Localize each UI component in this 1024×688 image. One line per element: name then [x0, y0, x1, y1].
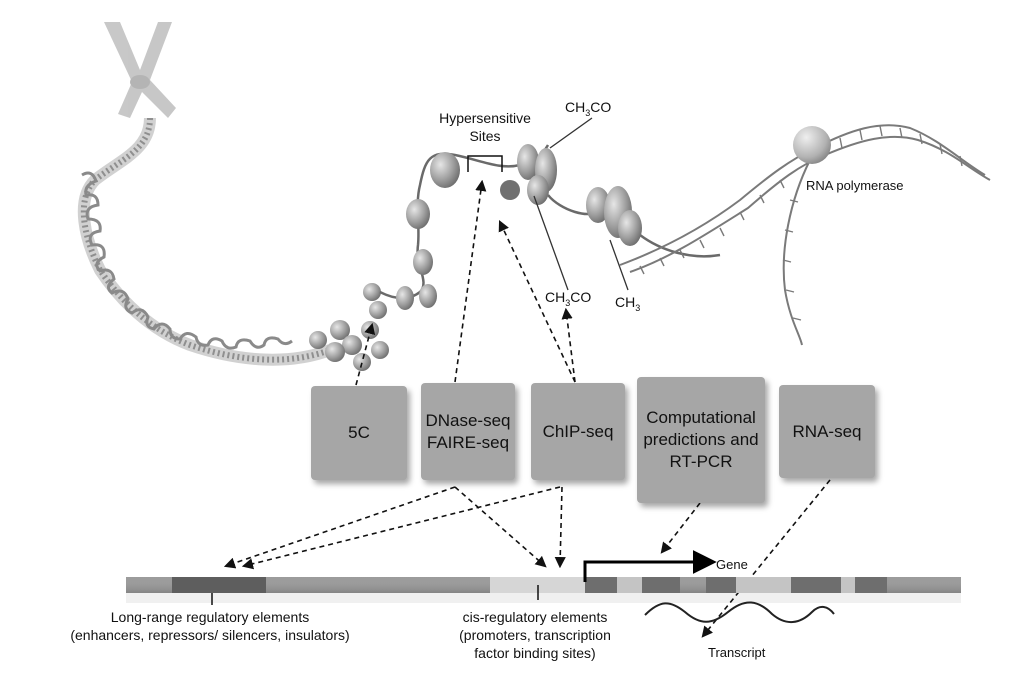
method-box-computational: Computational predictions and RT-PCR — [637, 377, 765, 503]
transcript-label: Transcript — [708, 645, 766, 660]
method-label: FAIRE-seq — [426, 432, 510, 452]
chromatin-fiber — [80, 117, 332, 363]
method-label: 5C — [348, 423, 370, 442]
method-label: RNA-seq — [792, 421, 862, 441]
long-range-label: Long-range regulatory elements (enhancer… — [70, 609, 350, 643]
hypersensitive-bracket — [467, 155, 503, 172]
gene-arrow-icon — [583, 550, 717, 582]
acetyl-label-top: CH3CO — [565, 99, 612, 118]
chromosome-icon — [104, 22, 176, 118]
gene-label: Gene — [716, 557, 748, 572]
upward-arrows — [355, 179, 576, 386]
method-label: Computational — [646, 408, 756, 427]
nucleosome-icons — [396, 144, 642, 310]
method-label: ChIP-seq — [542, 421, 614, 441]
rna-polymerase-icon — [793, 126, 831, 164]
method-box-chip: ChIP-seq — [531, 383, 625, 480]
method-label: DNase-seq — [425, 410, 511, 430]
genome-track — [126, 577, 961, 603]
method-label: RT-PCR — [669, 452, 733, 471]
method-box-dnase-faire: DNase-seq FAIRE-seq — [421, 383, 515, 480]
method-label: predictions and — [643, 430, 759, 449]
acetyl-label-mid: CH3CO — [545, 289, 592, 308]
hypersensitive-sites-label: Hypersensitive Sites — [439, 110, 531, 144]
rna-polymerase-label: RNA polymerase — [806, 178, 904, 193]
coiled-chromatin — [81, 171, 293, 350]
cis-regulatory-label: cis-regulatory elements (promoters, tran… — [459, 609, 611, 661]
methyl-label: CH3 — [615, 294, 641, 313]
method-box-rnaseq: RNA-seq — [779, 385, 875, 478]
downward-arrows — [223, 479, 831, 638]
transcript-wave — [644, 601, 835, 623]
method-box-5c: 5C — [311, 386, 407, 480]
